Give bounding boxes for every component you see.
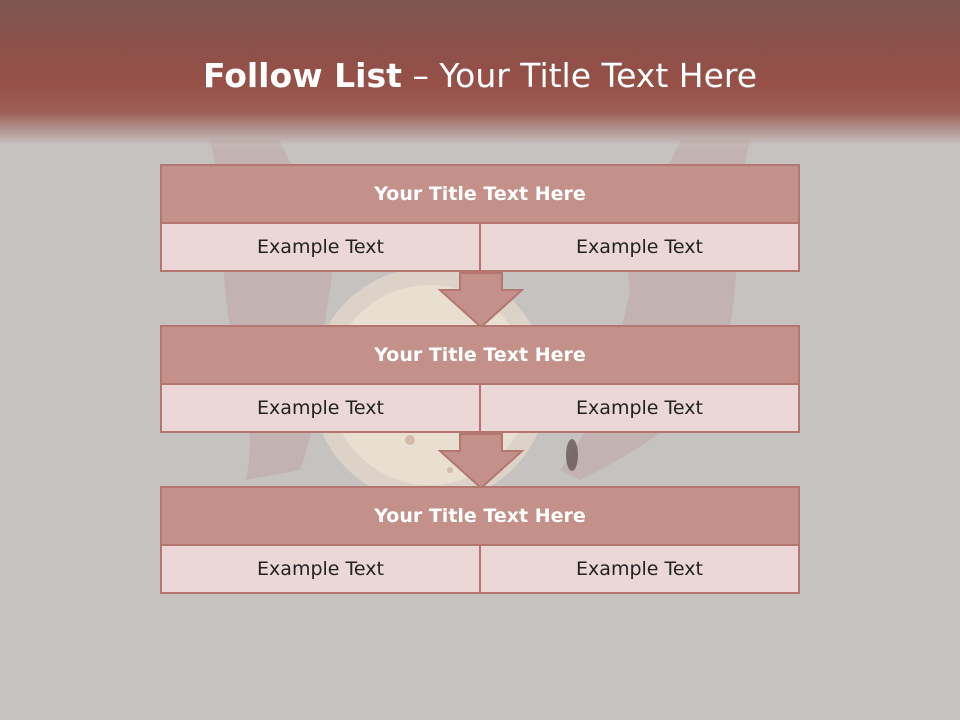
slide-title-bold: Follow List <box>202 56 402 95</box>
down-arrow-icon <box>438 433 524 489</box>
flow-step-title: Your Title Text Here <box>162 327 798 385</box>
flow-step-1: Your Title Text Here Example Text Exampl… <box>160 164 800 272</box>
slide-title: Follow List – Your Title Text Here <box>0 52 960 100</box>
flow-step-title: Your Title Text Here <box>162 488 798 546</box>
flow-step-3: Your Title Text Here Example Text Exampl… <box>160 486 800 594</box>
down-arrow-icon <box>438 272 524 328</box>
flow-step-cell-right: Example Text <box>479 546 798 592</box>
flow-step-cell-left: Example Text <box>162 546 479 592</box>
header-band <box>0 0 960 150</box>
flow-step-title: Your Title Text Here <box>162 166 798 224</box>
flow-step-cell-left: Example Text <box>162 224 479 270</box>
flow-step-cell-left: Example Text <box>162 385 479 431</box>
flow-step-2: Your Title Text Here Example Text Exampl… <box>160 325 800 433</box>
slide-title-rest: – Your Title Text Here <box>401 56 758 95</box>
flow-step-cell-right: Example Text <box>479 224 798 270</box>
flow-step-cell-right: Example Text <box>479 385 798 431</box>
